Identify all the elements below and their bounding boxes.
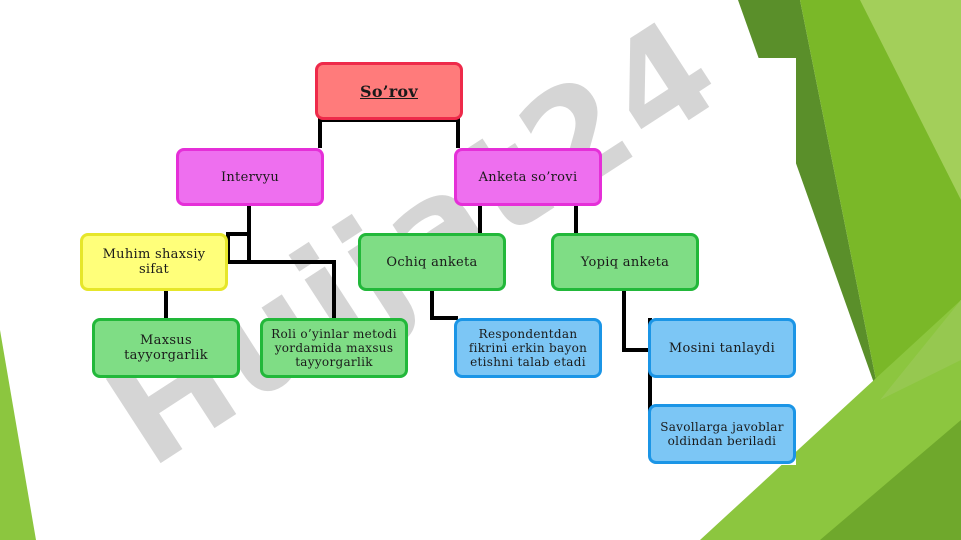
connector-yopiq-mosini (622, 290, 650, 352)
node-root: So’rov (315, 62, 463, 120)
node-ochiq: Ochiq anketa (358, 233, 506, 291)
left-green-wedge (0, 330, 36, 540)
node-anketa: Anketa so’rovi (454, 148, 602, 206)
node-yopiq: Yopiq anketa (551, 233, 699, 291)
node-savollar: Savollarga javoblar oldindan beriladi (648, 404, 796, 464)
right-light-wedge (860, 0, 961, 200)
node-intervyu: Intervyu (176, 148, 324, 206)
connector-intervyu-bracket (226, 232, 249, 262)
node-mosini: Mosini tanlaydi (648, 318, 796, 378)
connector-ochiq-respondent (430, 290, 458, 320)
node-roli: Roli o’yinlar metodi yordamida maxsus ta… (260, 318, 408, 378)
right-shade-wedge (820, 420, 961, 540)
connector-intervyu-roli (249, 260, 336, 320)
right-mid-wedge (880, 300, 961, 400)
node-maxsus: Maxsus tayyorgarlik (92, 318, 240, 378)
node-respondent: Respondentdan fikrini erkin bayon etishn… (454, 318, 602, 378)
node-muhim: Muhim shaxsiy sifat (80, 233, 228, 291)
